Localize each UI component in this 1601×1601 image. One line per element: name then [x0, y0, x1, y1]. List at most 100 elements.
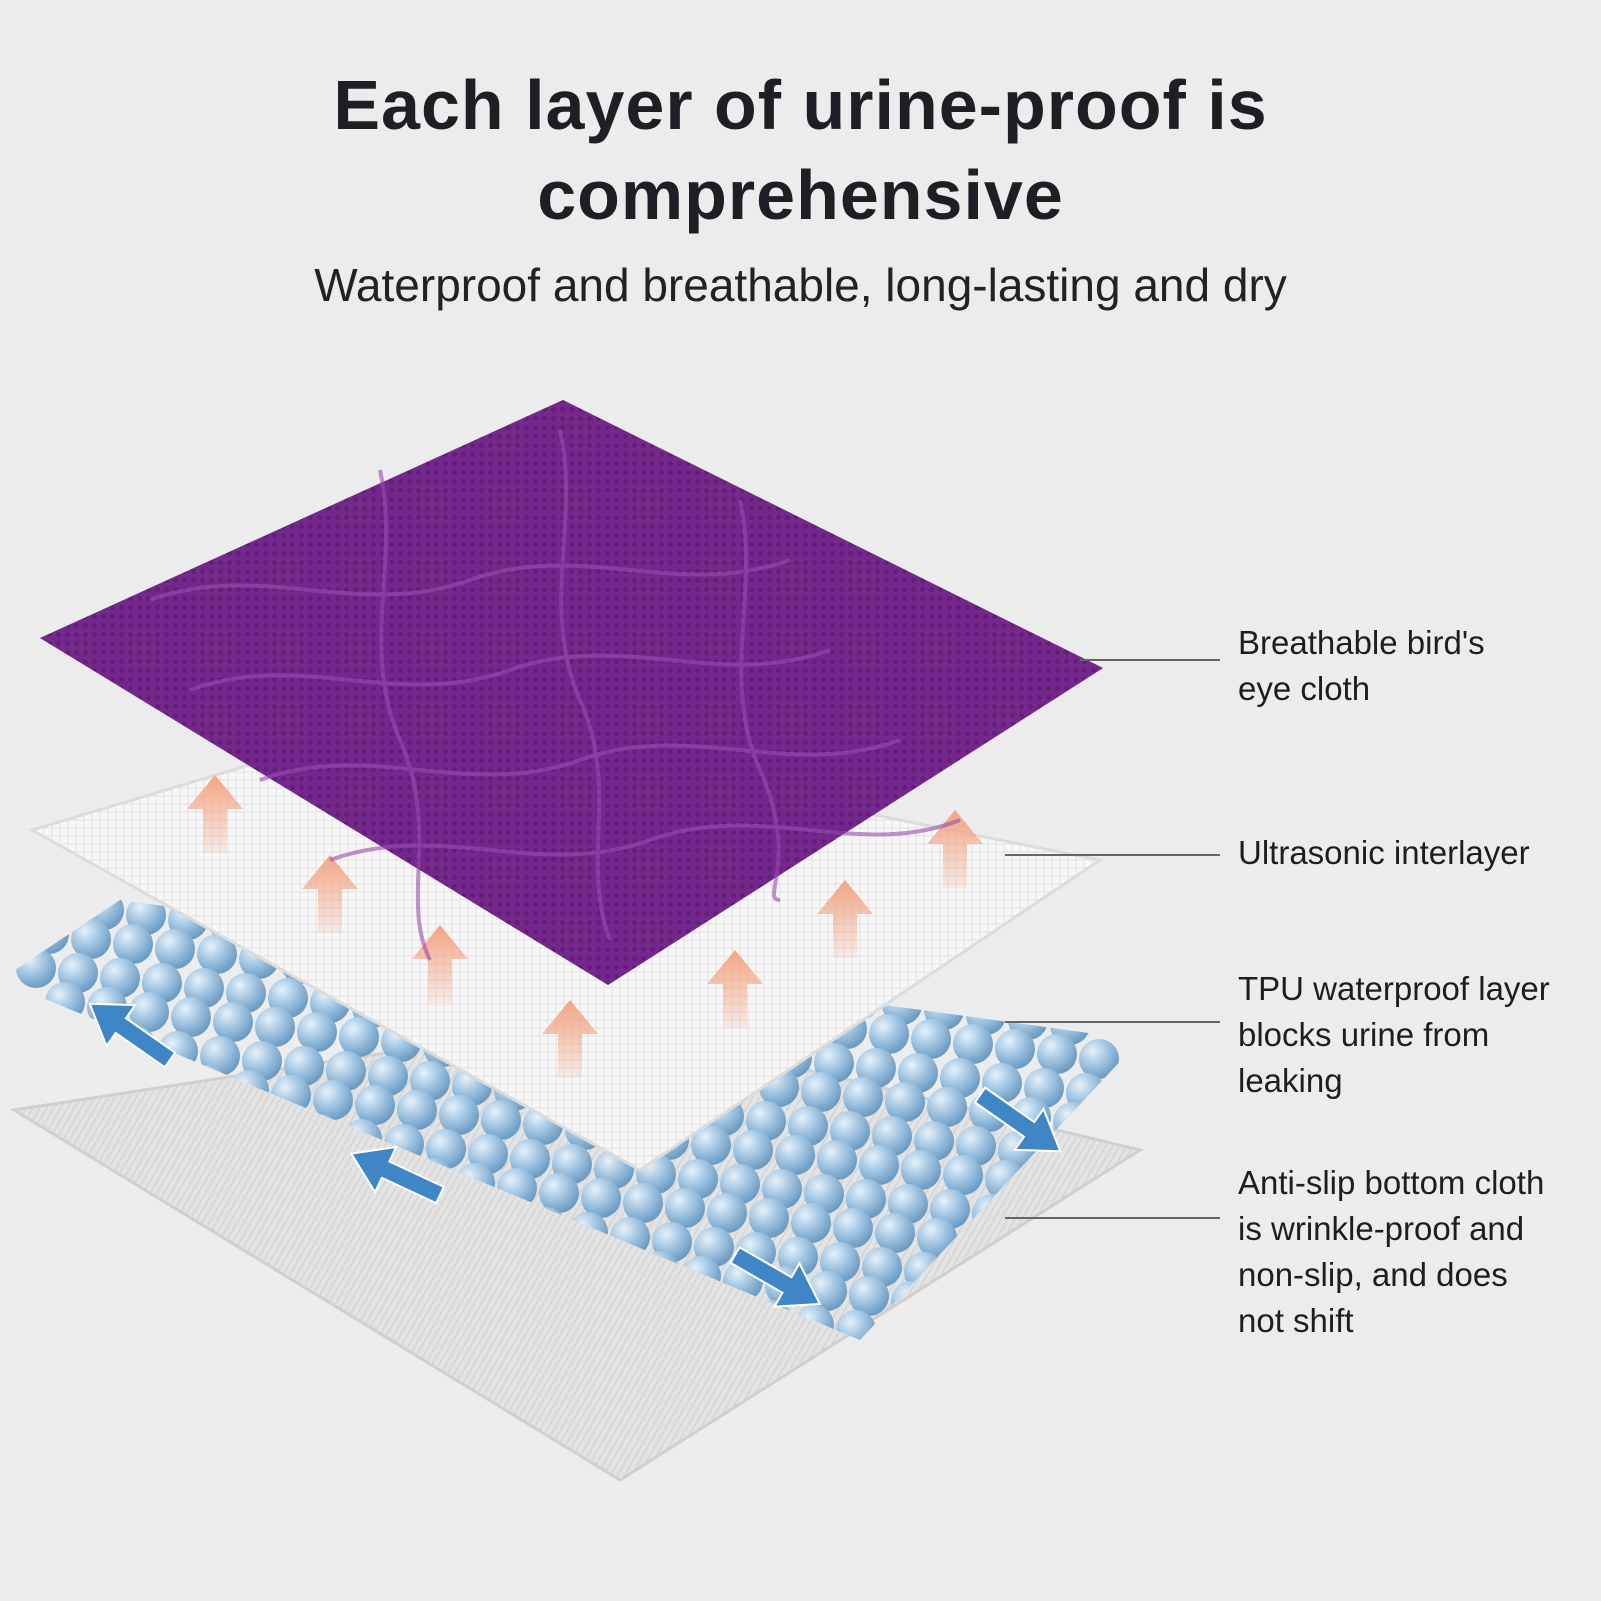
tpu-bubble — [907, 1349, 947, 1389]
tpu-bubble — [539, 1173, 579, 1213]
flow-arrow-blue-icon — [729, 1245, 822, 1308]
tpu-bubble — [801, 1072, 841, 1112]
tpu-bubble — [96, 1288, 136, 1328]
tpu-bubble — [93, 1186, 133, 1226]
tpu-bubble — [339, 1017, 379, 1057]
tpu-bubble — [859, 1145, 899, 1185]
tpu-bubble — [975, 1291, 1015, 1331]
tpu-bubble — [920, 1320, 960, 1340]
tpu-bubble — [810, 1373, 850, 1413]
tpu-bubble — [927, 1087, 967, 1127]
tpu-bubble — [936, 1388, 976, 1428]
label-anti-slip-bottom: Anti-slip bottom cloth is wrinkle-proof … — [1238, 1160, 1598, 1344]
tpu-bubble — [995, 1029, 1035, 1069]
breath-arrow-up-icon — [817, 880, 873, 958]
leader-lines — [1005, 659, 1220, 1219]
flow-arrow-blue-icon — [349, 1145, 446, 1205]
tpu-bubble — [962, 1325, 1002, 1340]
tpu-bubble — [1059, 1301, 1099, 1340]
tpu-bubble — [949, 1354, 989, 1394]
tpu-bubble — [171, 997, 211, 1037]
tpu-bubble — [209, 1332, 249, 1340]
breath-arrow-up-icon — [927, 810, 983, 888]
tpu-bubble — [953, 1024, 993, 1064]
tpu-bubble — [1046, 1335, 1086, 1340]
tpu-bubble — [1104, 1408, 1144, 1448]
tpu-bubble — [817, 1140, 857, 1180]
tpu-bubble — [167, 1327, 207, 1340]
tpu-bubble — [852, 1378, 892, 1418]
tpu-bubble — [1030, 1267, 1070, 1307]
tpu-bubble — [1043, 1233, 1083, 1273]
tpu-bubble — [1072, 1272, 1112, 1312]
flow-arrow-blue-icon — [88, 1002, 177, 1069]
label-line: blocks urine from — [1238, 1016, 1490, 1053]
tpu-bubble — [911, 1019, 951, 1059]
tpu-bubble — [978, 1393, 1018, 1433]
tpu-bubble — [42, 900, 82, 925]
tpu-bubble — [581, 1178, 621, 1218]
tpu-bubble — [222, 1303, 262, 1340]
tpu-bubble — [843, 1077, 883, 1117]
tpu-bubble — [1020, 1398, 1060, 1438]
tpu-bubble — [125, 1322, 165, 1340]
page-subtitle: Waterproof and breathable, long-lasting … — [314, 259, 1287, 311]
tpu-bubble — [833, 1208, 873, 1248]
flow-arrow-blue-icon — [973, 1086, 1062, 1153]
tpu-bubble — [1130, 1345, 1170, 1385]
tpu-bubble — [836, 1310, 876, 1340]
tpu-bubble — [1175, 1447, 1215, 1487]
tpu-bubble — [197, 934, 237, 974]
tpu-bubble — [943, 1155, 983, 1195]
tpu-bubble — [707, 1193, 747, 1233]
breath-arrow-up-icon — [412, 925, 468, 1003]
breath-arrow-up-icon — [302, 855, 358, 933]
tpu-bubble — [901, 1150, 941, 1190]
tpu-bubble — [193, 1264, 233, 1304]
tpu-bubble — [875, 1213, 915, 1253]
label-line: leaking — [1238, 1062, 1343, 1099]
tpu-bubble — [1056, 1204, 1096, 1244]
tpu-bubble — [1159, 1379, 1199, 1419]
tpu-bubble — [29, 914, 69, 954]
label-line: non-slip, and does — [1238, 1256, 1508, 1293]
tpu-bubble — [1049, 1432, 1089, 1472]
tpu-bubble — [439, 1095, 479, 1135]
tpu-bubble — [151, 1259, 191, 1299]
breath-arrow-up-icon — [542, 1000, 598, 1078]
tpu-bubble — [1062, 1403, 1102, 1443]
tpu-bubble — [749, 1198, 789, 1238]
tpu-bubble — [878, 1315, 918, 1340]
tpu-bubble — [129, 992, 169, 1032]
page-title: Each layer of urine-proof is comprehensi… — [0, 60, 1601, 240]
tpu-bubble — [1007, 1427, 1047, 1467]
tpu-bubble — [1075, 1369, 1115, 1409]
tpu-bubble — [164, 1230, 204, 1270]
tpu-bubble — [775, 1135, 815, 1175]
tpu-bubble — [885, 1082, 925, 1122]
tpu-bubble — [1117, 1374, 1157, 1414]
tpu-bubble — [933, 1286, 973, 1326]
tpu-bubble — [355, 1085, 395, 1125]
tpu-bubble — [965, 1422, 1005, 1462]
tpu-bubble — [335, 1347, 375, 1387]
label-tpu-layer: TPU waterproof layer blocks urine from l… — [1238, 966, 1598, 1104]
tpu-bubble — [991, 1359, 1031, 1399]
tpu-bubble — [1037, 1034, 1077, 1074]
tpu-bubble — [791, 1203, 831, 1243]
title-line-1: Each layer of urine-proof is — [333, 66, 1268, 144]
tpu-bubble — [1033, 1364, 1073, 1404]
tpu-bubble — [80, 1220, 120, 1260]
label-ultrasonic-interlayer: Ultrasonic interlayer — [1238, 830, 1598, 876]
tpu-bubble — [797, 1402, 837, 1442]
tpu-bubble — [377, 1352, 417, 1392]
tpu-bubble — [251, 1337, 291, 1340]
tpu-bubble — [1098, 1209, 1138, 1249]
tpu-bubble — [264, 1308, 304, 1340]
label-line: TPU waterproof layer — [1238, 970, 1550, 1007]
tpu-bubble — [293, 1342, 333, 1382]
tpu-bubble — [1079, 1039, 1119, 1079]
tpu-bubble — [0, 900, 40, 920]
tpu-bubble — [923, 1417, 963, 1457]
